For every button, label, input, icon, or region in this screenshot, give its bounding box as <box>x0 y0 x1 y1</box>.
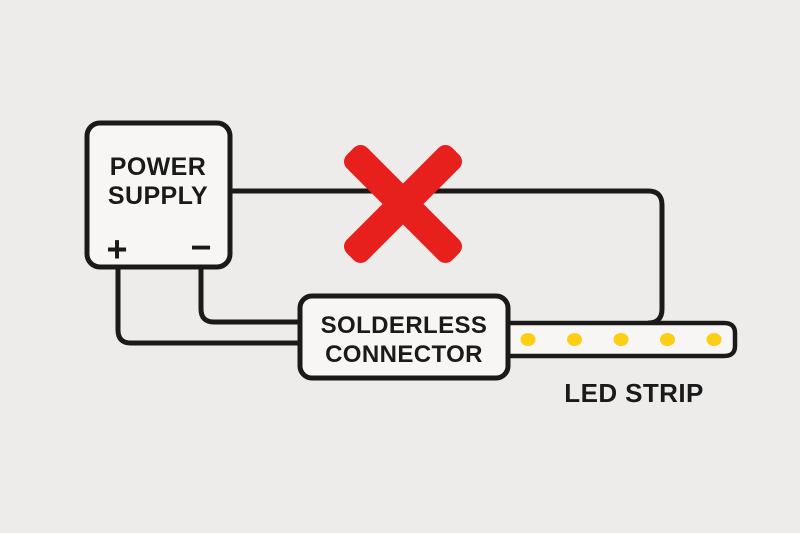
led-dot <box>706 333 722 346</box>
minus-terminal-label: − <box>190 227 211 268</box>
connector-label-line2: CONNECTOR <box>325 341 483 368</box>
plus-wire <box>115 264 303 346</box>
power-supply-label-line1: POWER <box>110 153 206 181</box>
minus-wire <box>198 264 303 325</box>
power-supply-label-line2: SUPPLY <box>108 182 208 210</box>
led-dot <box>660 333 675 346</box>
led-strip-label: LED STRIP <box>564 378 703 408</box>
power-supply-box <box>84 120 233 270</box>
led-dot <box>613 333 629 346</box>
led-dot <box>567 333 582 346</box>
connector-label-line1: SOLDERLESS <box>321 312 488 339</box>
prohibited-x-stroke-2 <box>344 145 462 263</box>
solderless-connector-box <box>297 293 511 381</box>
prohibited-x-icon <box>344 145 462 263</box>
plus-terminal-label: + <box>106 229 127 270</box>
led-dot <box>520 333 536 346</box>
led-dots <box>520 333 722 346</box>
